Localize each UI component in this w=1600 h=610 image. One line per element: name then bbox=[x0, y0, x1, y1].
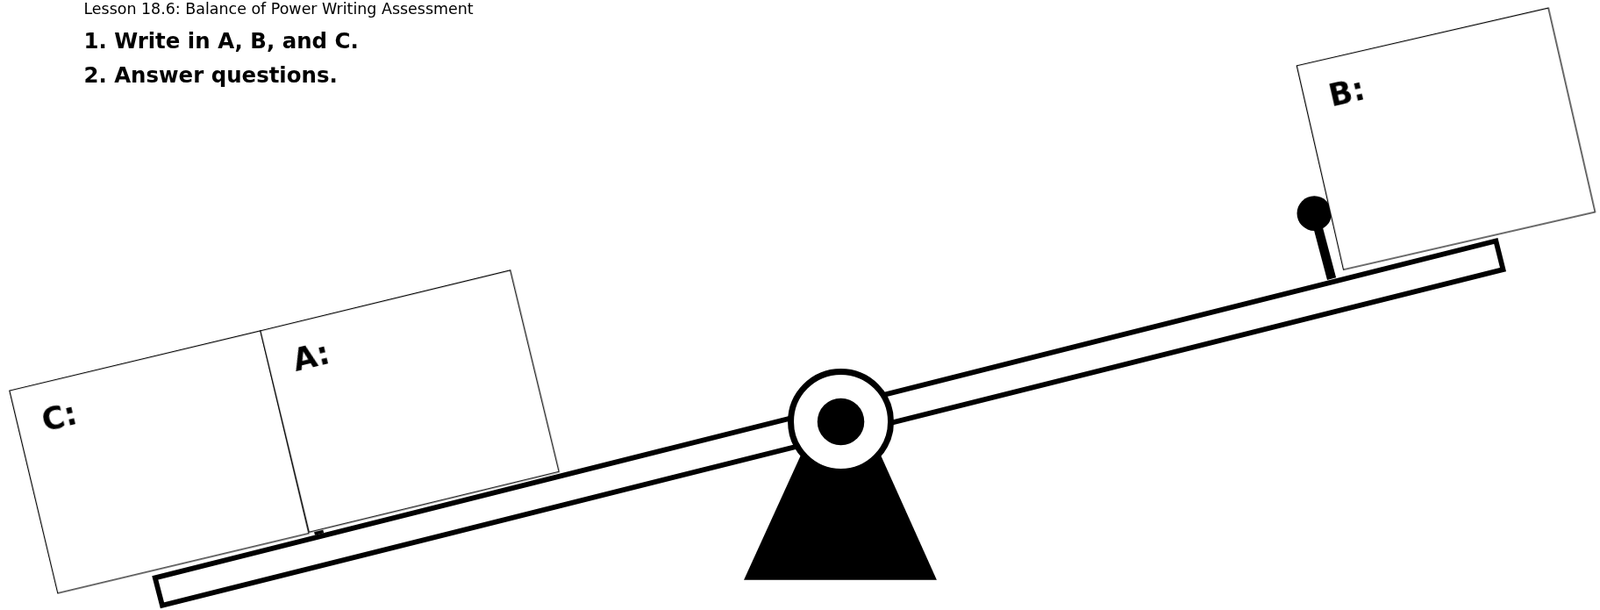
seesaw-beam bbox=[155, 241, 1504, 606]
answer-box: A: bbox=[259, 269, 560, 533]
page-heading: Lesson 18.6: Balance of Power Writing As… bbox=[83, 0, 473, 19]
box-label: C: bbox=[38, 394, 81, 438]
peg-ball bbox=[1297, 195, 1333, 231]
box-label: B: bbox=[1325, 70, 1369, 114]
answer-box: C: bbox=[8, 329, 310, 593]
box-label: A: bbox=[288, 334, 333, 378]
peg-stem bbox=[304, 471, 320, 534]
answer-box: B: bbox=[1296, 7, 1597, 271]
instruction-text: 2. Answer questions. bbox=[83, 63, 337, 88]
pivot-ring bbox=[791, 371, 892, 472]
pivot-hub bbox=[817, 398, 865, 446]
peg-ball bbox=[286, 454, 322, 490]
instruction-text: 1. Write in A, B, and C. bbox=[83, 28, 358, 54]
